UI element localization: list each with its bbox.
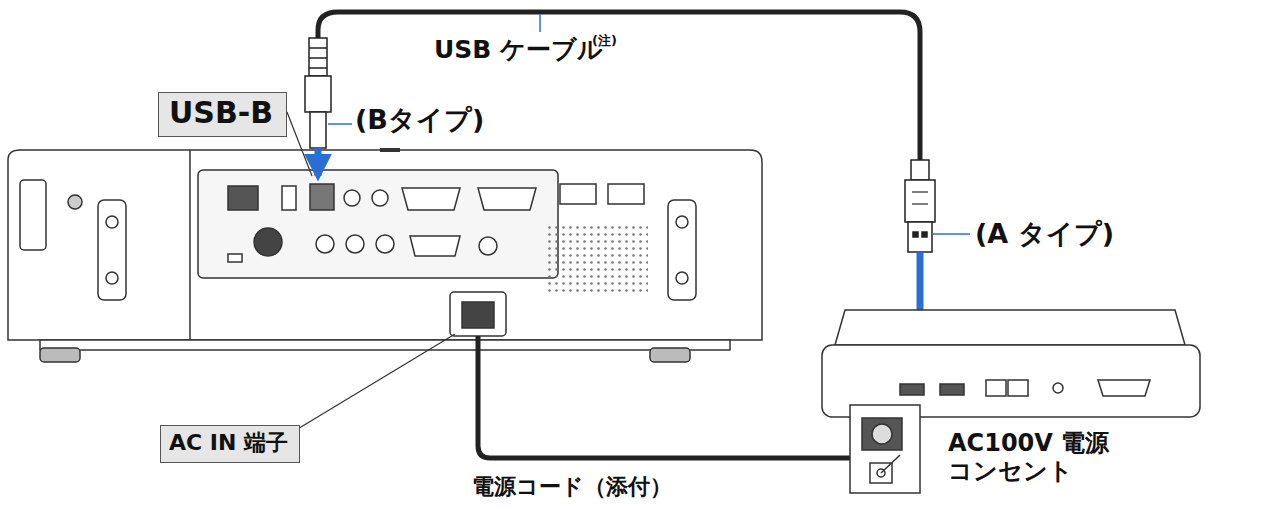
callout-box: USB-B (158, 92, 287, 137)
leader-line (287, 112, 312, 176)
leader-line (539, 14, 541, 32)
usb-b-plug (305, 38, 352, 176)
leader-line (296, 334, 455, 430)
label-text: AC100V 電源コンセント (948, 430, 1128, 485)
usb-cable (318, 12, 920, 160)
note-mark: (注) (592, 34, 617, 49)
label-text: 電源コード（添付） (472, 474, 672, 499)
label-text: USB ケーブル (434, 36, 603, 65)
callout-text: USB-B (169, 96, 276, 131)
label-text: (Bタイプ) (355, 104, 484, 135)
callout-box: AC IN 端子 (160, 425, 300, 463)
wall-outlet (850, 405, 920, 493)
power-cord (478, 336, 880, 458)
projector (8, 150, 762, 362)
callout-text: AC IN 端子 (169, 430, 291, 455)
laptop (822, 310, 1200, 417)
label-text: (A タイプ) (975, 218, 1114, 249)
